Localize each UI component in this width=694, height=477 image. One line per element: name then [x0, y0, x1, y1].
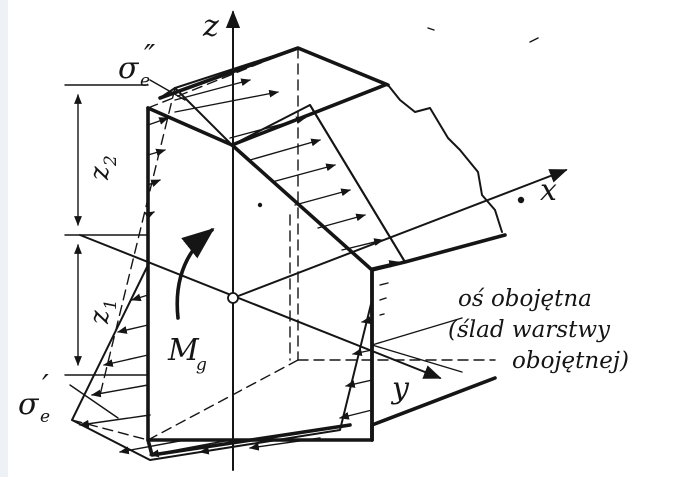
tension-arrow: [174, 78, 251, 101]
x-axis-label: x: [540, 173, 557, 208]
tension-arrow: [317, 213, 366, 229]
hidden-base-edge: [147, 359, 299, 441]
compression-arrow: [149, 439, 231, 458]
compression-arrow: [117, 324, 149, 334]
neutral-axis-label-line3: obojętnej): [512, 348, 629, 374]
left-tension-arrow: [147, 179, 161, 188]
compression-arrow: [249, 437, 321, 451]
moment-subscript: g: [196, 355, 207, 375]
neutral-axis-label-line2: (ślad warstwy: [448, 317, 611, 343]
compression-arrow: [199, 439, 276, 455]
sigma-bottom-prime: ′: [42, 369, 49, 404]
leader-neutral-axis-2: [371, 344, 463, 373]
compression-arrow: [91, 384, 149, 398]
compression-arrow: [79, 414, 151, 428]
left-tension-envelope: [99, 87, 176, 396]
leader-sigma-bottom: [69, 384, 119, 419]
beam-outline: [146, 46, 507, 457]
dimension-lines: [64, 84, 149, 376]
tension-arrow: [341, 238, 384, 251]
dim-z2-label: z: [85, 166, 115, 181]
x-axis: [232, 169, 568, 299]
z-axis-label: z: [202, 9, 219, 44]
tension-arrow: [371, 260, 399, 269]
hidden-edges: [71, 47, 496, 441]
hidden-stress-base: [71, 419, 149, 441]
origin-point: [227, 292, 239, 304]
centroid-dot: [257, 202, 263, 208]
bottom-right-edge: [370, 376, 497, 442]
moment-arrow: [175, 227, 215, 320]
dim-z2-subscript: 2: [101, 155, 121, 167]
sigma-bottom-symbol: σ: [18, 387, 40, 422]
left-tension-arrow: [147, 117, 169, 126]
top-ridge-edge: [230, 83, 387, 147]
tick: [379, 282, 389, 286]
moment-arc: [175, 227, 215, 320]
sigma-top-primes: ″: [144, 39, 156, 74]
moment-label: M: [167, 333, 200, 368]
stray-mark: [529, 37, 539, 43]
left-tension-arrow: [147, 148, 166, 157]
right-face-strokes: [379, 282, 389, 316]
dim-z1-subscript: 1: [101, 299, 121, 310]
neutral-axis-label-line1: oś obojętna: [458, 286, 592, 312]
compression-stress-block: [71, 264, 373, 461]
tick: [379, 313, 385, 316]
leader-sigma-top: [149, 79, 186, 101]
compression-arrow: [361, 316, 373, 325]
tension-arrow: [294, 188, 351, 206]
tension-arrow: [229, 116, 306, 139]
broken-section-edge: [387, 84, 503, 233]
tick: [379, 297, 387, 301]
y-axis-label: y: [390, 371, 410, 406]
tension-arrow: [174, 89, 279, 113]
compression-arrow: [119, 439, 186, 455]
compression-arrow: [339, 409, 373, 420]
hidden-top-edge: [147, 47, 299, 109]
sigma-bottom-subscript: e: [40, 407, 50, 427]
sigma-top-symbol: σ: [118, 51, 140, 86]
compression-arrow: [131, 293, 149, 302]
x-axis-dot: [517, 196, 525, 204]
tension-arrow: [271, 163, 336, 183]
leaders: [69, 79, 463, 419]
axes: [79, 10, 568, 471]
tension-stress-block: [159, 47, 406, 269]
leader-neutral-axis: [371, 317, 463, 346]
scan-edge: [0, 0, 8, 477]
labels: z x y σ e ″ σ e ′ z 2 z 1 M g oś obojętn…: [18, 9, 629, 427]
y-axis: [79, 234, 442, 379]
tension-top-edge: [174, 47, 299, 89]
tension-arrow: [249, 138, 321, 161]
left-face-tension: [99, 87, 176, 396]
sigma-top-subscript: e: [140, 71, 150, 91]
left-tension-arrow: [144, 211, 155, 220]
stray-mark: [427, 27, 435, 31]
tension-sloped-edge: [309, 104, 406, 263]
compression-arrow: [103, 354, 149, 367]
dim-z1-label: z: [85, 310, 115, 325]
compression-arrow: [345, 379, 373, 388]
tension-envelope: [159, 87, 406, 263]
